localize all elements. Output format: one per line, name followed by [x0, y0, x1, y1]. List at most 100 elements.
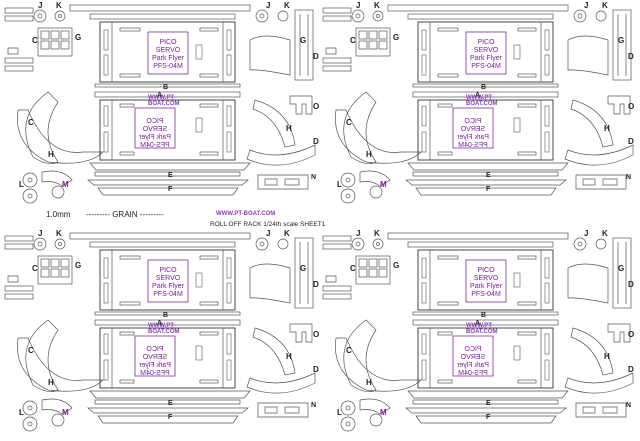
- label-d: D: [313, 52, 319, 61]
- servo-line-3: Park Flyer: [152, 55, 184, 62]
- label-h: H: [366, 378, 372, 387]
- servo-line-3: Park Flyer: [470, 55, 502, 62]
- servo-line-1: PICO: [477, 39, 495, 46]
- servo-line-3: Park Flyer: [152, 283, 184, 290]
- servo-line-2: SERVO: [460, 126, 486, 133]
- servo-label-mirrored: PICO SERVO Park Flyer PFS-04M: [453, 118, 493, 150]
- label-g: G: [393, 261, 400, 270]
- label-h2: H: [286, 352, 292, 361]
- label-c: C: [32, 264, 38, 273]
- label-e: E: [168, 172, 173, 179]
- servo-line-1: PICO: [464, 346, 482, 353]
- label-j: J: [356, 229, 361, 238]
- servo-line-4: PFS-04M: [458, 142, 488, 149]
- label-n: N: [626, 402, 632, 409]
- label-o: O: [313, 102, 320, 111]
- servo-label-mirrored: PICO SERVO Park Flyer PFS-04M: [453, 346, 493, 378]
- label-d2: D: [313, 365, 319, 374]
- servo-line-4: PFS-04M: [153, 291, 183, 298]
- label-k2: K: [284, 229, 290, 238]
- label-l: L: [19, 180, 24, 189]
- label-l: L: [19, 408, 24, 417]
- label-f: F: [486, 414, 491, 421]
- label-l: L: [337, 180, 342, 189]
- watermark: WWW.PT-BOAT.COM: [148, 323, 180, 335]
- servo-line-2: SERVO: [142, 354, 168, 361]
- label-c2: C: [346, 118, 352, 127]
- label-j2: J: [266, 1, 271, 10]
- label-f: F: [168, 186, 173, 193]
- label-j: J: [356, 1, 361, 10]
- label-g2: G: [300, 264, 307, 273]
- label-m: M: [62, 180, 69, 189]
- label-m: M: [380, 180, 387, 189]
- label-d2: D: [628, 365, 634, 374]
- servo-line-4: PFS-04M: [471, 291, 501, 298]
- label-o: O: [628, 330, 635, 339]
- servo-line-2: SERVO: [473, 275, 499, 282]
- label-c: C: [32, 36, 38, 45]
- servo-line-3: Park Flyer: [457, 134, 489, 141]
- label-a: A: [157, 92, 163, 99]
- servo-line-2: SERVO: [142, 126, 168, 133]
- servo-line-4: PFS-04M: [153, 63, 183, 70]
- label-d: D: [628, 280, 634, 289]
- servo-line-2: SERVO: [473, 47, 499, 54]
- servo-line-1: PICO: [464, 118, 482, 125]
- servo-label: PICO SERVO Park Flyer PFS-04M: [466, 39, 506, 71]
- label-g2: G: [618, 264, 625, 273]
- label-c: C: [350, 36, 356, 45]
- label-o: O: [628, 102, 635, 111]
- label-o: O: [313, 330, 320, 339]
- label-j2: J: [266, 229, 271, 238]
- servo-line-3: Park Flyer: [457, 362, 489, 369]
- label-n: N: [311, 402, 317, 409]
- label-l: L: [337, 408, 342, 417]
- label-e: E: [168, 400, 173, 407]
- label-f: F: [168, 414, 173, 421]
- label-g: G: [75, 261, 82, 270]
- label-e: E: [486, 400, 491, 407]
- label-d2: D: [313, 137, 319, 146]
- label-k: K: [374, 1, 380, 10]
- servo-line-3: Park Flyer: [139, 134, 171, 141]
- label-h2: H: [286, 124, 292, 133]
- label-c: C: [350, 264, 356, 273]
- watermark: WWW.PT-BOAT.COM: [466, 323, 498, 335]
- label-h: H: [48, 378, 54, 387]
- label-m: M: [380, 408, 387, 417]
- servo-line-4: PFS-04M: [471, 63, 501, 70]
- label-g: G: [75, 33, 82, 42]
- servo-line-3: Park Flyer: [139, 362, 171, 369]
- label-k: K: [56, 229, 62, 238]
- label-n: N: [626, 174, 632, 181]
- thickness-label: 1.0mm: [46, 210, 71, 219]
- label-k: K: [56, 1, 62, 10]
- label-b: B: [481, 312, 487, 319]
- watermark: WWW.PT-BOAT.COM: [148, 95, 180, 107]
- label-m: M: [62, 408, 69, 417]
- label-j: J: [38, 1, 43, 10]
- label-j: J: [38, 229, 43, 238]
- label-n: N: [311, 174, 317, 181]
- label-a: A: [157, 320, 163, 327]
- label-d: D: [313, 280, 319, 289]
- label-g2: G: [618, 36, 625, 45]
- label-j2: J: [584, 229, 589, 238]
- servo-label-mirrored: PICO SERVO Park Flyer PFS-04M: [135, 118, 175, 150]
- servo-label: PICO SERVO Park Flyer PFS-04M: [466, 267, 506, 299]
- servo-line-3: Park Flyer: [470, 283, 502, 290]
- servo-line-1: PICO: [477, 267, 495, 274]
- label-h2: H: [604, 124, 610, 133]
- servo-line-1: PICO: [146, 346, 164, 353]
- label-c2: C: [28, 118, 34, 127]
- label-b: B: [163, 312, 169, 319]
- label-h: H: [366, 150, 372, 159]
- servo-line-1: PICO: [159, 39, 177, 46]
- label-a: A: [475, 92, 481, 99]
- servo-label: PICO SERVO Park Flyer PFS-04M: [148, 267, 188, 299]
- label-h2: H: [604, 352, 610, 361]
- label-k2: K: [602, 229, 608, 238]
- label-c2: C: [346, 346, 352, 355]
